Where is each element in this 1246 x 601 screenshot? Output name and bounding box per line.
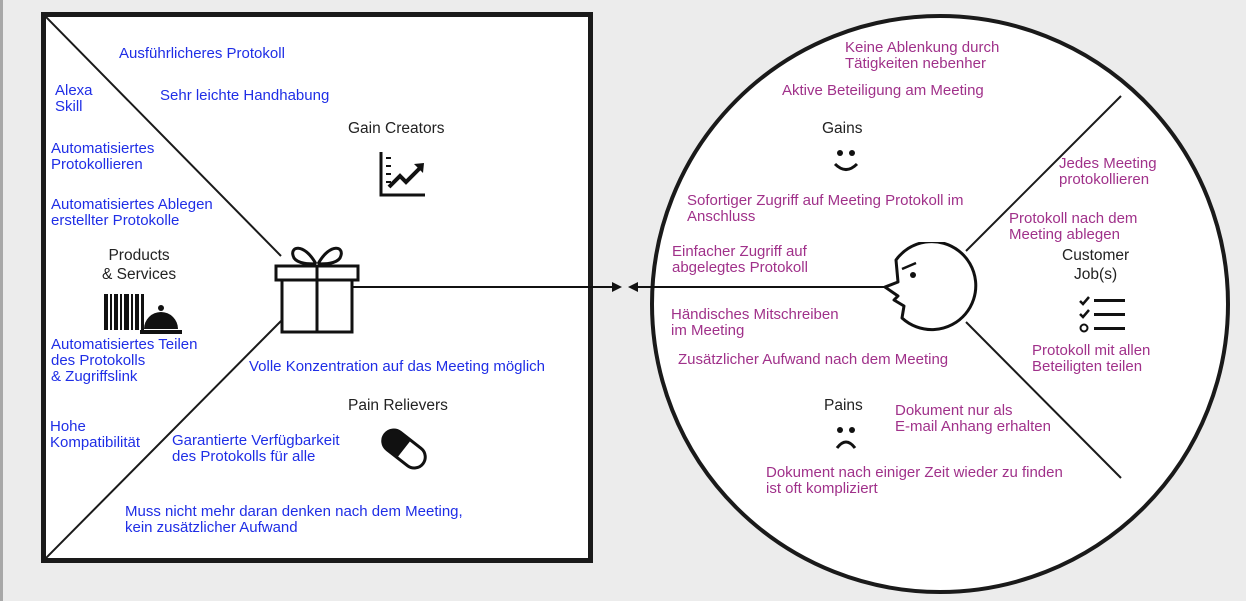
pain-reliever-item: Garantierte Verfügbarkeit des Protokolls… [172,432,340,465]
gain-creators-title: Gain Creators [348,120,445,137]
customer-jobs-title: Customer Job(s) [1062,247,1130,283]
gain-item: Einfacher Zugriff auf abgelegtes Protoko… [672,243,808,276]
pain-reliever-item: Muss nicht mehr daran denken nach dem Me… [125,503,463,536]
barcode-icon [104,294,144,330]
gain-item: Aktive Beteiligung am Meeting [782,82,984,99]
pain-reliever-item: Volle Konzentration auf das Meeting mögl… [249,358,546,375]
pill-icon [381,428,427,470]
pain-item: Zusätzlicher Aufwand nach dem Meeting [678,351,949,368]
product-item: Automatisiertes Ablegen erstellter Proto… [51,196,213,229]
chart-up-icon [379,152,425,197]
job-item: Protokoll mit allen Beteiligten teilen [1032,342,1151,375]
product-item: Automatisiertes Protokollieren [51,140,155,173]
window-left-edge [0,0,3,601]
face-profile-icon [883,242,978,332]
gain-item: Keine Ablenkung durch Tätigkeiten nebenh… [845,39,1000,72]
pains-title: Pains [824,397,863,414]
pain-item: Dokument nach einiger Zeit wieder zu fin… [766,464,1063,497]
product-item: Alexa Skill [55,82,93,115]
gift-icon [274,246,360,334]
gain-creator-item: Ausführlicheres Protokoll [119,45,285,62]
gains-title: Gains [822,120,863,137]
product-item: Hohe Kompatibilität [50,418,141,451]
pain-item: Händisches Mitschreiben im Meeting [671,306,839,339]
smile-icon [833,150,859,171]
gain-creator-item: Sehr leichte Handhabung [160,87,330,104]
pain-relievers-title: Pain Relievers [348,397,448,414]
gain-item: Sofortiger Zugriff auf Meeting Protokoll… [687,192,964,225]
product-item: Automatisiertes Teilen des Protokolls & … [51,336,198,385]
job-item: Protokoll nach dem Meeting ablegen [1009,210,1138,243]
frown-icon [835,427,857,449]
value-map-dividers [46,17,282,558]
checklist-icon [1079,296,1125,333]
job-item: Jedes Meeting protokollieren [1059,155,1157,188]
pain-item: Dokument nur als E-mail Anhang erhalten [895,402,1051,435]
cloche-icon [140,305,182,334]
products-services-title: Products & Services [102,247,177,283]
